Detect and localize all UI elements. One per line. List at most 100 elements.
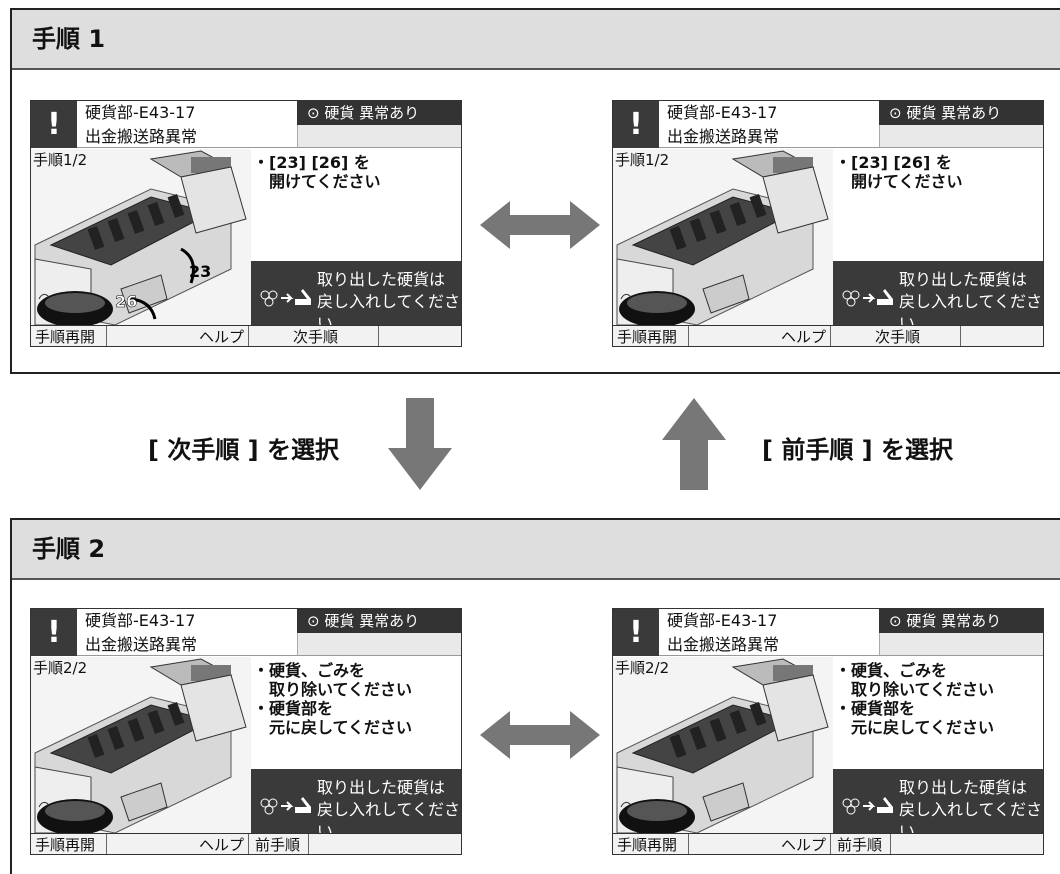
empty-softkey[interactable] (961, 326, 1043, 346)
screen-step1-left: ! 硬貨部-E43-17 出金搬送路異常 ⊙ 硬貨 異常あり 23 26 手順1… (30, 100, 462, 347)
instruction-line: 開けてください (253, 172, 381, 191)
restart-softkey[interactable]: 手順再開 (31, 834, 107, 854)
help-softkey[interactable]: ヘルプ (689, 326, 831, 346)
step2-title: 手順 2 (12, 520, 1060, 580)
empty-softkey[interactable] (379, 326, 461, 346)
double-arrow-icon (480, 201, 600, 249)
softkey-bar: 手順再開 ヘルプ 前手順 (31, 833, 461, 854)
step1-section: 手順 1 (10, 8, 1060, 374)
instruction-line: 取り除いてください (835, 680, 995, 699)
prev-step-softkey[interactable]: 前手順 (249, 834, 309, 854)
help-softkey[interactable]: ヘルプ (107, 834, 249, 854)
help-softkey[interactable]: ヘルプ (107, 326, 249, 346)
softkey-bar: 手順再開 ヘルプ 次手順 (613, 325, 1043, 346)
instruction-line: ・[23] [26] を (835, 153, 952, 172)
instruction-line: 元に戻してください (835, 718, 995, 737)
coin-return-message: 取り出した硬貨は 戻し入れしてください (251, 769, 461, 841)
step-label: 手順1/2 (33, 151, 88, 169)
instruction-line: ・[23] [26] を (253, 153, 370, 172)
error-description: 出金搬送路異常 (659, 125, 879, 148)
instruction-line: ・硬貨部を (253, 699, 334, 718)
status-text: 硬貨 異常あり (906, 104, 1002, 122)
status-blank (297, 125, 461, 148)
coin-text-line: 取り出した硬貨は (899, 778, 1028, 797)
instruction-line: 元に戻してください (253, 718, 413, 737)
error-code: 硬貨部-E43-17 (77, 609, 297, 633)
coin-status-icon: ⊙ (307, 612, 320, 630)
coin-text-line: 取り出した硬貨は (899, 270, 1028, 289)
instruction-text: ・硬貨、ごみを 取り除いてください ・硬貨部を 元に戻してください (253, 661, 461, 737)
status-badge: ⊙ 硬貨 異常あり (879, 101, 1043, 125)
restart-softkey[interactable]: 手順再開 (613, 834, 689, 854)
prev-step-softkey[interactable]: 前手順 (831, 834, 891, 854)
screen-header: ! 硬貨部-E43-17 出金搬送路異常 ⊙ 硬貨 異常あり (31, 609, 461, 656)
error-description: 出金搬送路異常 (659, 633, 879, 656)
instruction-text: ・[23] [26] を 開けてください (253, 153, 461, 191)
coin-text-line: 取り出した硬貨は (317, 778, 446, 797)
instruction-line: ・硬貨、ごみを (835, 661, 948, 680)
status-badge: ⊙ 硬貨 異常あり (297, 101, 461, 125)
coin-return-message: 取り出した硬貨は 戻し入れしてください (833, 261, 1043, 333)
alert-icon: ! (31, 101, 77, 148)
arrow-up-icon (662, 398, 726, 490)
error-description: 出金搬送路異常 (77, 125, 297, 148)
status-blank (297, 633, 461, 656)
error-code: 硬貨部-E43-17 (77, 101, 297, 125)
instruction-line: 取り除いてください (253, 680, 413, 699)
status-badge: ⊙ 硬貨 異常あり (879, 609, 1043, 633)
instruction-text: ・[23] [26] を 開けてください (835, 153, 1043, 191)
help-softkey[interactable]: ヘルプ (689, 834, 831, 854)
coin-text-line: 取り出した硬貨は (317, 270, 446, 289)
step-label: 手順2/2 (615, 659, 670, 677)
next-step-softkey[interactable]: 次手順 (249, 326, 379, 346)
machine-illustration (613, 149, 833, 325)
step-label: 手順1/2 (615, 151, 670, 169)
status-text: 硬貨 異常あり (324, 104, 420, 122)
screen-header: ! 硬貨部-E43-17 出金搬送路異常 ⊙ 硬貨 異常あり (613, 609, 1043, 656)
instruction-line: ・硬貨部を (835, 699, 916, 718)
screen-step2-right: ! 硬貨部-E43-17 出金搬送路異常 ⊙ 硬貨 異常あり 手順2/2 ・硬貨… (612, 608, 1044, 855)
next-step-caption: [ 次手順 ] を選択 (148, 436, 340, 464)
empty-softkey[interactable] (309, 834, 461, 854)
screen-step1-right: ! 硬貨部-E43-17 出金搬送路異常 ⊙ 硬貨 異常あり 手順1/2 ・[2… (612, 100, 1044, 347)
coin-return-icon (260, 289, 311, 307)
coin-return-icon (842, 289, 893, 307)
coin-status-icon: ⊙ (889, 104, 902, 122)
instruction-line: 開けてください (835, 172, 963, 191)
machine-illustration (31, 657, 251, 833)
step2-section: 手順 2 (10, 518, 1060, 874)
status-text: 硬貨 異常あり (906, 612, 1002, 630)
alert-icon: ! (613, 609, 659, 656)
restart-softkey[interactable]: 手順再開 (613, 326, 689, 346)
status-badge: ⊙ 硬貨 異常あり (297, 609, 461, 633)
machine-illustration (613, 657, 833, 833)
empty-softkey[interactable] (891, 834, 1043, 854)
machine-illustration: 23 26 (31, 149, 251, 325)
coin-return-icon (842, 797, 893, 815)
coin-status-icon: ⊙ (889, 612, 902, 630)
screen-step2-left: ! 硬貨部-E43-17 出金搬送路異常 ⊙ 硬貨 異常あり 手順2/2 ・硬貨… (30, 608, 462, 855)
alert-icon: ! (31, 609, 77, 656)
double-arrow-icon (480, 711, 600, 759)
coin-return-text: 取り出した硬貨は 戻し入れしてください (899, 269, 1043, 335)
error-code: 硬貨部-E43-17 (659, 101, 879, 125)
step1-title: 手順 1 (12, 10, 1060, 70)
next-step-softkey[interactable]: 次手順 (831, 326, 961, 346)
error-code: 硬貨部-E43-17 (659, 609, 879, 633)
coin-return-text: 取り出した硬貨は 戻し入れしてください (317, 777, 461, 843)
coin-return-message: 取り出した硬貨は 戻し入れしてください (833, 769, 1043, 841)
softkey-bar: 手順再開 ヘルプ 前手順 (613, 833, 1043, 854)
callout-26: 26 (115, 292, 137, 311)
coin-return-icon (260, 797, 311, 815)
status-text: 硬貨 異常あり (324, 612, 420, 630)
screen-header: ! 硬貨部-E43-17 出金搬送路異常 ⊙ 硬貨 異常あり (613, 101, 1043, 148)
instruction-line: ・硬貨、ごみを (253, 661, 366, 680)
prev-step-caption: [ 前手順 ] を選択 (762, 436, 954, 464)
status-blank (879, 125, 1043, 148)
step-label: 手順2/2 (33, 659, 88, 677)
instruction-text: ・硬貨、ごみを 取り除いてください ・硬貨部を 元に戻してください (835, 661, 1043, 737)
error-description: 出金搬送路異常 (77, 633, 297, 656)
alert-icon: ! (613, 101, 659, 148)
restart-softkey[interactable]: 手順再開 (31, 326, 107, 346)
callout-23: 23 (189, 262, 211, 281)
